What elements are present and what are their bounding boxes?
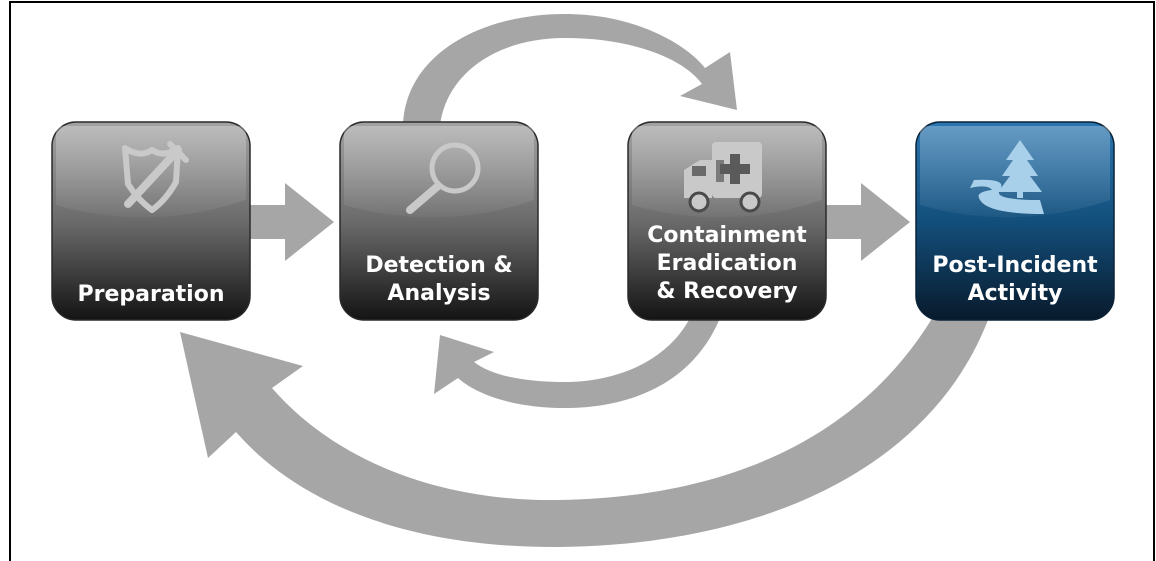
phase-label-containment-line2: Eradication bbox=[657, 251, 798, 276]
detection-to-containment-arc-arrow bbox=[403, 14, 737, 126]
phase-box-post-incident-activity: Post-Incident Activity bbox=[915, 121, 1115, 321]
phase-label-postincident-line1: Post-Incident bbox=[932, 253, 1098, 278]
phase-label-containment-line1: Containment bbox=[647, 223, 807, 248]
shield-sword-icon bbox=[122, 141, 189, 213]
preparation-to-detection-arrow bbox=[250, 183, 334, 261]
diagram-frame bbox=[9, 1, 1155, 561]
arrows-layer bbox=[180, 14, 988, 548]
phase-label-detection-line2: Analysis bbox=[387, 281, 490, 306]
containment-to-postincident-arrow bbox=[826, 183, 910, 261]
phase-box-detection-analysis: Detection & Analysis bbox=[339, 121, 539, 321]
phase-label-postincident-line2: Activity bbox=[968, 281, 1063, 306]
phase-label-containment-line3: & Recovery bbox=[656, 279, 797, 304]
cycle-return-arrow bbox=[180, 305, 988, 548]
phase-label-detection-line1: Detection & bbox=[365, 253, 512, 278]
magnifying-glass-icon bbox=[406, 142, 481, 214]
ambulance-icon bbox=[684, 142, 762, 213]
river-tree-icon bbox=[970, 140, 1044, 214]
phase-label-preparation: Preparation bbox=[77, 282, 224, 307]
containment-to-detection-arc-arrow bbox=[434, 318, 720, 408]
phase-box-preparation: Preparation bbox=[51, 121, 251, 321]
phase-box-containment-eradication-recovery: Containment Eradication & Recovery bbox=[627, 121, 827, 321]
